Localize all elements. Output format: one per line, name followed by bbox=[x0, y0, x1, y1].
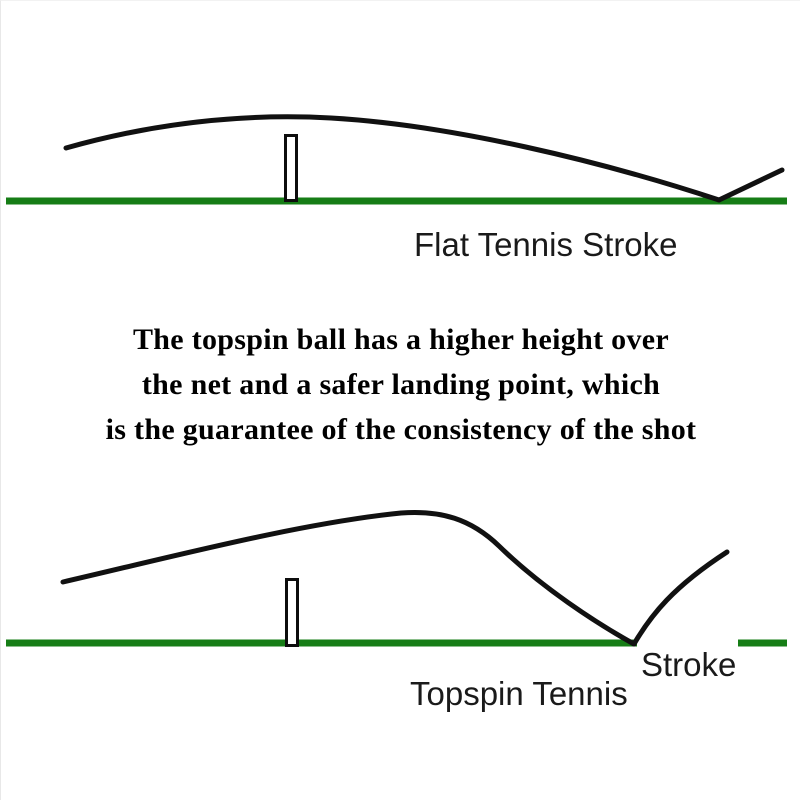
caption-flat-tennis-stroke: Flat Tennis Stroke bbox=[414, 226, 678, 263]
explanation-line-2: the net and a safer landing point, which bbox=[141, 368, 661, 401]
net-post-flat bbox=[284, 134, 298, 202]
bottom-panel-group bbox=[6, 509, 787, 647]
explanation-line-1: The topspin ball has a higher height ove… bbox=[132, 323, 669, 356]
net-post-topspin bbox=[285, 578, 299, 647]
explanation-text: The topspin ball has a higher height ove… bbox=[1, 317, 800, 452]
caption-topspin-tennis: Topspin Tennis bbox=[410, 675, 628, 712]
caption-topspin-stroke-word: Stroke bbox=[639, 646, 739, 685]
explanation-line-3: is the guarantee of the consistency of t… bbox=[105, 413, 697, 446]
flat-stroke-rebound bbox=[716, 167, 785, 203]
topspin-stroke-rebound bbox=[631, 549, 730, 647]
top-panel-group bbox=[6, 114, 787, 205]
flat-stroke-trajectory bbox=[63, 114, 722, 203]
topspin-stroke-trajectory bbox=[60, 509, 637, 647]
